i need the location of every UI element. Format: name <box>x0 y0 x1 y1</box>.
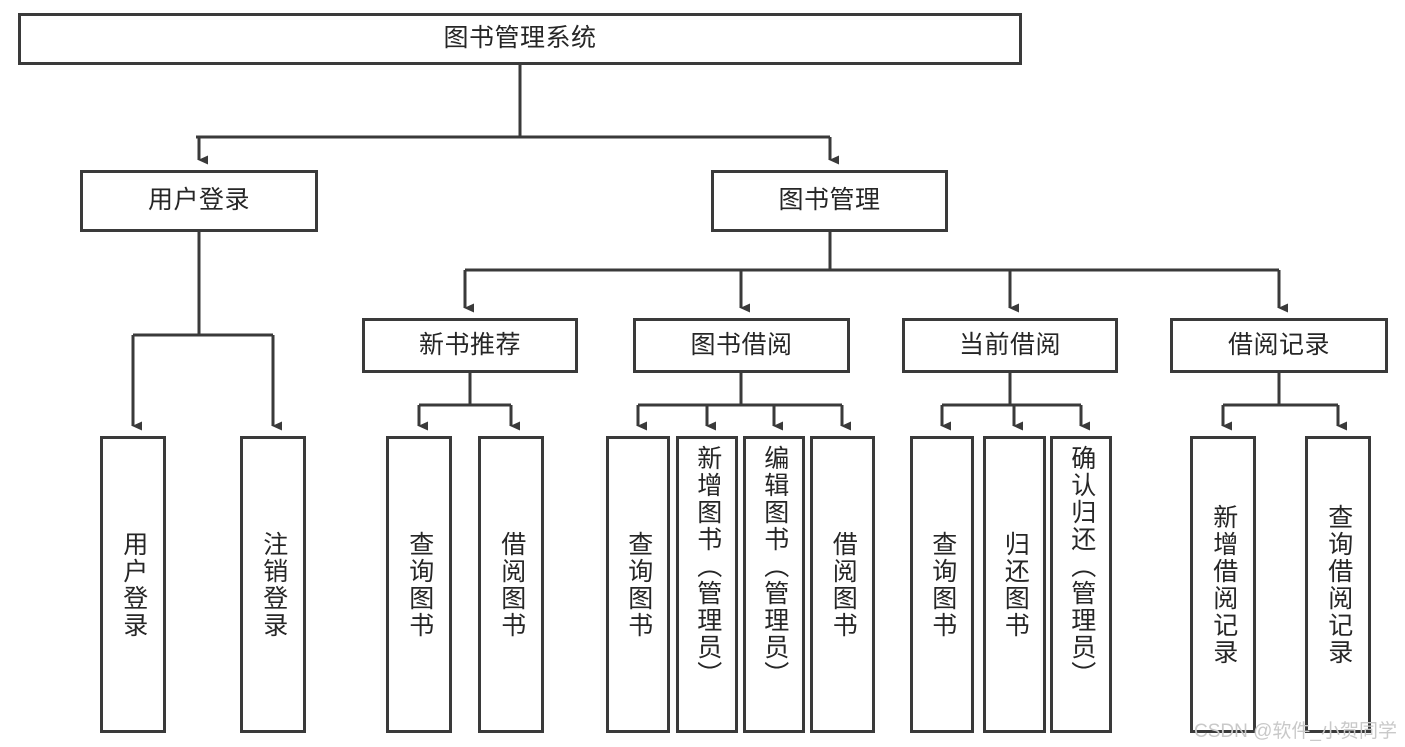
node-leaf-query-borrow-record[interactable]: 查询借阅记录 <box>1305 436 1371 733</box>
node-leaf-confirm-return-admin-label: 确认归还（管理员） <box>1067 445 1096 688</box>
node-leaf-query-book-3[interactable]: 查询图书 <box>910 436 974 733</box>
node-leaf-edit-book-admin[interactable]: 编辑图书（管理员） <box>743 436 805 733</box>
node-current-borrow-label: 当前借阅 <box>958 330 1061 359</box>
node-book-borrow[interactable]: 图书借阅 <box>633 318 850 373</box>
edge-new-book-recommend-to-leaves <box>417 373 520 431</box>
node-borrow-record-label: 借阅记录 <box>1227 330 1330 359</box>
node-leaf-query-book-2-label: 查询图书 <box>624 530 653 639</box>
edge-borrow-record-to-leaves <box>1221 373 1347 431</box>
edge-book-borrow-to-leaves <box>636 373 851 431</box>
node-leaf-query-book-1[interactable]: 查询图书 <box>386 436 452 733</box>
node-new-book-recommend[interactable]: 新书推荐 <box>362 318 578 373</box>
node-leaf-query-book-3-label: 查询图书 <box>928 530 957 639</box>
node-current-borrow[interactable]: 当前借阅 <box>902 318 1118 373</box>
node-leaf-return-book-label: 归还图书 <box>1001 530 1030 639</box>
node-leaf-logout-login[interactable]: 注销登录 <box>240 436 306 733</box>
node-root[interactable]: 图书管理系统 <box>18 13 1022 65</box>
node-leaf-borrow-book-1[interactable]: 借阅图书 <box>478 436 544 733</box>
node-user-login[interactable]: 用户登录 <box>80 170 318 232</box>
node-leaf-user-login-label: 用户登录 <box>119 530 148 639</box>
node-new-book-recommend-label: 新书推荐 <box>418 330 521 359</box>
node-leaf-edit-book-admin-label: 编辑图书（管理员） <box>760 445 789 688</box>
node-leaf-confirm-return-admin[interactable]: 确认归还（管理员） <box>1050 436 1112 733</box>
node-borrow-record[interactable]: 借阅记录 <box>1170 318 1388 373</box>
edge-root-to-level1 <box>196 65 839 165</box>
node-root-label: 图书管理系统 <box>443 24 597 53</box>
edge-book-management-to-level2 <box>463 232 1288 313</box>
node-leaf-query-book-2[interactable]: 查询图书 <box>606 436 670 733</box>
edge-current-borrow-to-leaves <box>940 373 1090 431</box>
node-leaf-logout-login-label: 注销登录 <box>259 530 288 639</box>
node-leaf-add-borrow-record[interactable]: 新增借阅记录 <box>1190 436 1256 733</box>
node-leaf-user-login[interactable]: 用户登录 <box>100 436 166 733</box>
node-leaf-query-borrow-record-label: 查询借阅记录 <box>1324 503 1353 666</box>
node-leaf-add-borrow-record-label: 新增借阅记录 <box>1209 503 1238 666</box>
node-leaf-add-book-admin-label: 新增图书（管理员） <box>693 445 722 688</box>
node-user-login-label: 用户登录 <box>147 186 250 215</box>
csdn-watermark: CSDN @软件_小贺同学 <box>1194 721 1397 742</box>
node-leaf-query-book-1-label: 查询图书 <box>405 530 434 639</box>
node-book-management[interactable]: 图书管理 <box>711 170 948 232</box>
node-leaf-return-book[interactable]: 归还图书 <box>983 436 1046 733</box>
node-leaf-borrow-book-2-label: 借阅图书 <box>829 530 858 639</box>
node-leaf-add-book-admin[interactable]: 新增图书（管理员） <box>676 436 738 733</box>
node-leaf-borrow-book-2[interactable]: 借阅图书 <box>810 436 875 733</box>
edge-user-login-to-leaves <box>131 232 282 431</box>
node-book-management-label: 图书管理 <box>778 186 881 215</box>
node-leaf-borrow-book-1-label: 借阅图书 <box>497 530 526 639</box>
node-book-borrow-label: 图书借阅 <box>690 330 793 359</box>
